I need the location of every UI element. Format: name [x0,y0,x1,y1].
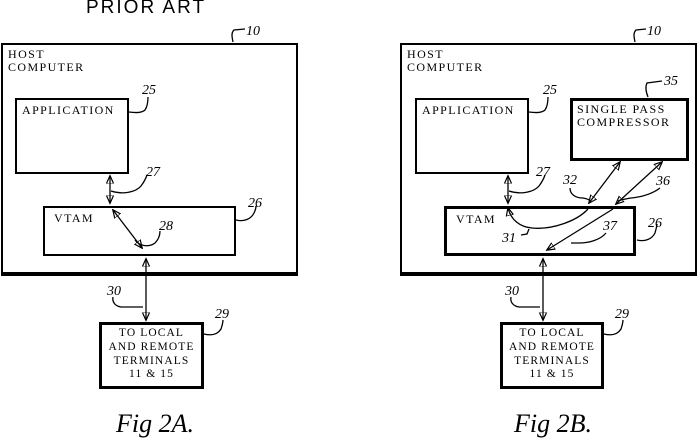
ref-31-2b: 31 [502,231,516,246]
single-pass-compressor-box-2b: SINGLE PASS COMPRESSOR [570,98,689,161]
terminals-line3-2a: TERMINALS [113,354,190,367]
ref-10-2a: 10 [246,24,260,39]
ref-29-2b: 29 [615,307,629,322]
application-box-2a: APPLICATION [15,98,129,174]
ref-26-2a: 26 [248,196,262,211]
ref-28-2a: 28 [159,219,173,234]
host-computer-label-2a: HOST COMPUTER [3,45,296,73]
ref-32-2b: 32 [563,173,577,188]
terminals-line4-2b: 11 & 15 [529,368,575,381]
leader-10-2b [633,28,647,43]
ref-37-2b: 37 [603,219,617,234]
host-computer-label-2b: HOST COMPUTER [402,45,695,73]
ref-25-2b: 25 [543,83,557,98]
ref-29-2a: 29 [215,307,229,322]
application-label-2a: APPLICATION [22,103,115,117]
terminals-line2-2b: AND REMOTE [508,340,596,353]
compressor-line1-2b: SINGLE PASS [577,102,666,116]
terminals-line1-2b: TO LOCAL [519,327,585,339]
ref-35-2b: 35 [664,74,678,89]
host-label-line2-2b: COMPUTER [407,59,484,74]
figure-caption-2a: Fig 2A. [116,409,194,438]
prior-art-title: PRIOR ART [86,0,207,18]
ref-27-2b: 27 [536,165,550,180]
ref-27-2a: 27 [146,165,160,180]
ref-26-2b: 26 [648,216,662,231]
leader-10-2a [231,28,246,43]
host-label-line1-2b: HOST [407,47,444,61]
vtam-label-2a: VTAM [54,211,94,225]
terminals-line1-2a: TO LOCAL [118,327,185,339]
terminals-label-2a: TO LOCAL AND REMOTE TERMINALS 11 & 15 [102,325,201,382]
ref-30-2b: 30 [505,284,519,299]
terminals-label-2b: TO LOCAL AND REMOTE TERMINALS 11 & 15 [503,325,601,382]
terminals-line4-2a: 11 & 15 [129,368,174,381]
host-label-line1-2a: HOST [8,47,45,61]
application-label-2b: APPLICATION [422,103,515,117]
terminals-line2-2a: AND REMOTE [108,340,195,353]
ref-30-2a: 30 [107,284,121,299]
compressor-line2-2b: COMPRESSOR [577,114,671,129]
vtam-label-2b: VTAM [456,212,496,226]
host-label-line2-2a: COMPUTER [8,59,85,74]
vtam-box-2a: VTAM [43,206,236,256]
terminals-box-2b: TO LOCAL AND REMOTE TERMINALS 11 & 15 [500,322,604,389]
ref-36-2b: 36 [656,174,670,189]
application-box-2b: APPLICATION [415,98,529,174]
ref-25-2a: 25 [142,83,156,98]
ref-10-2b: 10 [647,24,661,39]
terminals-box-2a: TO LOCAL AND REMOTE TERMINALS 11 & 15 [99,322,204,389]
figure-caption-2b: Fig 2B. [514,409,592,438]
terminals-line3-2b: TERMINALS [514,354,590,367]
compressor-label-2b: SINGLE PASS COMPRESSOR [573,101,686,128]
